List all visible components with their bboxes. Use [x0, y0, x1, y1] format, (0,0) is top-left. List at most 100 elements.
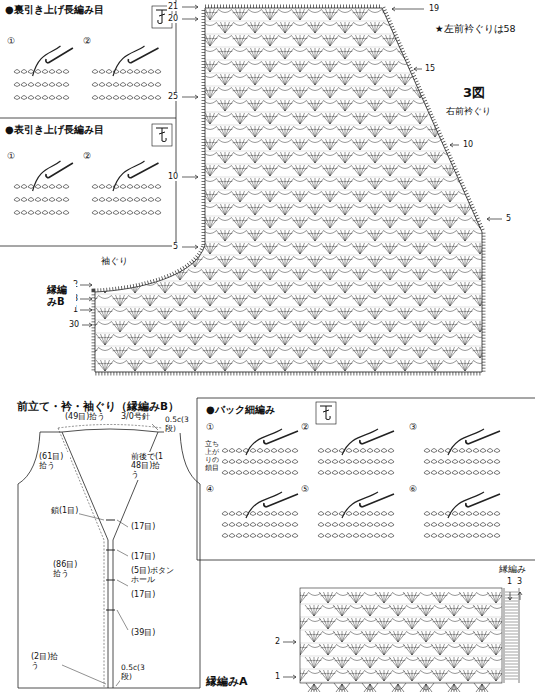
chart-ground	[90, 5, 490, 375]
yarn	[33, 161, 61, 191]
chart-label: 0.5c(3段)	[164, 416, 196, 433]
chart-label: 1	[274, 672, 281, 681]
yarn	[448, 429, 484, 455]
row-arrow	[80, 5, 522, 679]
row-base	[90, 242, 490, 243]
chart-label: ①	[6, 151, 16, 161]
hook	[46, 163, 73, 178]
chart-label: ★左前衿ぐりは58	[434, 24, 517, 35]
edging-b-ticks	[505, 592, 518, 679]
chart-label: (17目)	[130, 590, 156, 599]
row-base	[90, 320, 490, 321]
stitch-row	[81, 321, 501, 332]
stitch-row	[300, 618, 502, 629]
hook	[46, 48, 73, 63]
row-base	[90, 255, 490, 256]
hook	[128, 48, 158, 63]
chart-label: 15	[424, 64, 436, 73]
row-base	[90, 268, 490, 269]
chart-label: (61目)拾う	[38, 452, 70, 470]
stitch-row	[300, 592, 502, 603]
chart-label: ②	[82, 36, 92, 46]
chart-label: 0.5c(3段)	[120, 664, 152, 681]
chart-body	[81, 5, 501, 375]
chart-label: (17目)	[130, 522, 156, 531]
stitch-illustration	[92, 46, 161, 100]
chart-label: ①	[205, 422, 215, 432]
chart-label: ④	[205, 484, 215, 494]
chart-label: 20	[167, 14, 179, 23]
hook	[360, 494, 394, 507]
stitch-row	[305, 605, 502, 616]
stitch-row	[81, 61, 501, 72]
yarn	[342, 429, 378, 455]
vest-schematic	[18, 424, 200, 688]
row-base	[90, 359, 490, 360]
row-base	[300, 656, 502, 657]
chart-label: ●裏引き上げ長編み目	[4, 4, 105, 16]
chart-label: ●表引き上げ長編み目	[4, 124, 105, 136]
stitch-illustration	[222, 492, 298, 538]
chart-label: 袖ぐり	[100, 256, 129, 266]
stitch-illustration	[424, 492, 500, 538]
yarn	[246, 492, 282, 518]
hook	[128, 163, 158, 178]
stitch-loops	[92, 70, 161, 100]
stitch-row	[96, 152, 486, 163]
chart-label: (86目)拾う	[52, 560, 84, 578]
chart-label: (49目)拾う	[64, 412, 106, 421]
chart-label: 前立て・衿・袖ぐり（縁編みB）	[16, 400, 180, 412]
chart-label: 3/0号針	[120, 412, 151, 421]
stitch-row	[81, 113, 501, 124]
stitch-row	[96, 230, 486, 241]
row-base	[300, 604, 502, 605]
chart-edging-a	[300, 592, 502, 682]
row-base	[90, 346, 490, 347]
chart-label: 右前衿ぐり	[445, 106, 492, 116]
row-base	[90, 294, 490, 295]
chart-label: ⑤	[300, 484, 310, 494]
stitch-illustration	[318, 429, 394, 475]
symbol-glyph	[320, 406, 332, 420]
symbol-box	[316, 402, 336, 424]
chart-label: 3図	[462, 86, 486, 101]
chart-label: (39目)	[130, 628, 156, 637]
stitch-row	[81, 269, 501, 280]
hook	[264, 494, 298, 507]
stitch-row	[305, 657, 502, 668]
stitch-row	[81, 217, 501, 228]
row-base	[90, 333, 490, 334]
stitch-row	[96, 334, 486, 345]
chart-label: ③	[408, 422, 418, 432]
stitch-row	[96, 126, 486, 137]
hook	[466, 431, 500, 444]
yarn	[448, 492, 484, 518]
row-base	[90, 138, 490, 139]
hook	[360, 431, 394, 444]
panel-frame	[197, 398, 535, 560]
row-base	[90, 47, 490, 48]
row-base	[90, 190, 490, 191]
stitch-loops	[222, 512, 298, 538]
row-base	[300, 643, 502, 644]
stitch-loops	[318, 449, 394, 475]
row-base	[90, 151, 490, 152]
row-base	[90, 21, 490, 22]
chart-outline	[300, 588, 502, 683]
stitch-symbol	[316, 402, 336, 424]
symbol-box	[152, 124, 172, 146]
yarn	[113, 161, 145, 191]
stitch-symbol	[152, 124, 172, 146]
stitch-row	[96, 308, 486, 319]
row-base	[300, 617, 502, 618]
chart-label: 5	[172, 242, 179, 251]
edging-b-ticks	[504, 588, 519, 683]
yarn	[246, 429, 282, 455]
yarn	[33, 46, 61, 76]
stitch-illustration	[424, 429, 500, 475]
stitch-row	[300, 670, 502, 681]
chart-label: ②	[82, 151, 92, 161]
row-base	[90, 307, 490, 308]
